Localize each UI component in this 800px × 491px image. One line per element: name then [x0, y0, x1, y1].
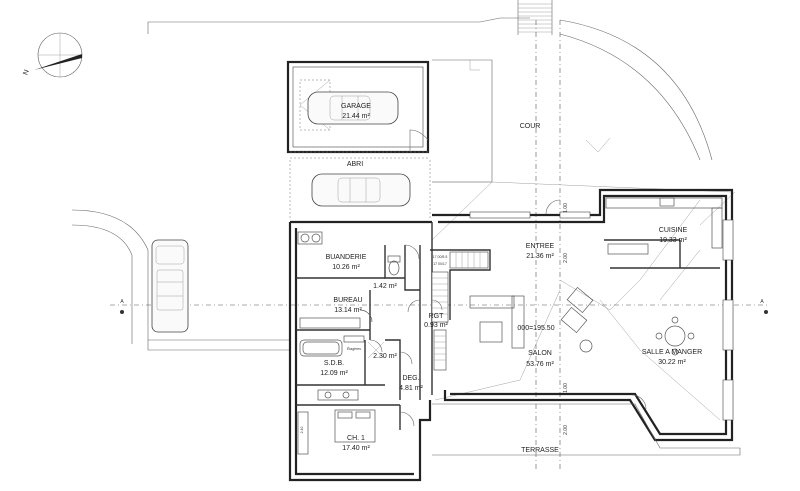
staircase: 17 00/5.5 17 00/17	[431, 251, 489, 371]
svg-text:A: A	[760, 299, 764, 305]
room-salle-name: SALLE A MANGER	[642, 349, 702, 356]
room-cuisine-name: CUISINE	[659, 227, 688, 234]
room-bureau-area: 13.14 m²	[334, 307, 362, 314]
room-sdb-name: S.D.B.	[324, 360, 344, 367]
room-salle-area: 30.22 m²	[658, 359, 686, 366]
room-sdb-area: 12.09 m²	[320, 370, 348, 377]
level-label: 000=195.50	[517, 325, 554, 332]
room-rgt-name: RGT	[429, 313, 445, 320]
dimensions: 1.00 2.00 1.00 2.00	[563, 203, 569, 435]
room-douche-area: 2.30 m²	[373, 353, 397, 360]
room-deg-name: DEG.	[402, 375, 419, 382]
room-entree-area: 21.36 m²	[526, 253, 554, 260]
furniture: Étagères 2.40	[297, 197, 723, 455]
section-mark-right: A	[760, 299, 768, 314]
garage-area: 21.44 m²	[342, 113, 370, 120]
room-ch1-area: 17.40 m²	[342, 445, 370, 452]
abri-label: ABRI	[347, 161, 363, 168]
doors	[369, 199, 647, 427]
north-arrow: N	[22, 32, 83, 78]
section-mark-left: A	[120, 299, 124, 314]
dim-2: 2.00	[563, 253, 569, 263]
room-entree-name: ENTREE	[526, 243, 555, 250]
room-cuisine-area: 19.33 m²	[659, 237, 687, 244]
room-buanderie-area: 10.26 m²	[332, 264, 360, 271]
house-walls	[288, 188, 741, 482]
car-parking	[151, 239, 189, 333]
wall-height-label: 2.40	[300, 427, 304, 434]
room-labels: BUANDERIE 10.26 m² 1.42 m² BUREAU 13.14 …	[320, 227, 702, 454]
abri	[289, 160, 431, 218]
garage-name: GARAGE	[341, 103, 371, 110]
stair-side-label: 17 00/17	[433, 262, 447, 266]
compass-label: N	[22, 69, 30, 76]
room-buanderie-name: BUANDERIE	[326, 254, 367, 261]
room-bureau-name: BUREAU	[333, 297, 362, 304]
interior-walls	[296, 222, 720, 430]
dim-1: 1.00	[563, 203, 569, 213]
cupboard-label: Étagères	[347, 346, 361, 351]
dim-3: 1.00	[563, 383, 569, 393]
room-deg-area: 4.81 m²	[399, 385, 423, 392]
cour-label: COUR	[520, 123, 541, 130]
car-garage	[307, 91, 399, 125]
dim-4: 2.00	[563, 425, 569, 435]
room-rgt-area: 0.93 m²	[424, 322, 448, 329]
room-ch1-name: CH. 1	[347, 435, 365, 442]
room-salon-name: SALON	[528, 350, 552, 357]
stair-top-label: 17 00/5.5	[433, 255, 448, 259]
room-salon-area: 53.76 m²	[526, 361, 554, 368]
terrasse-label: TERRASSE	[521, 447, 559, 454]
room-wc-area: 1.42 m²	[373, 283, 397, 290]
svg-text:A: A	[120, 299, 124, 305]
